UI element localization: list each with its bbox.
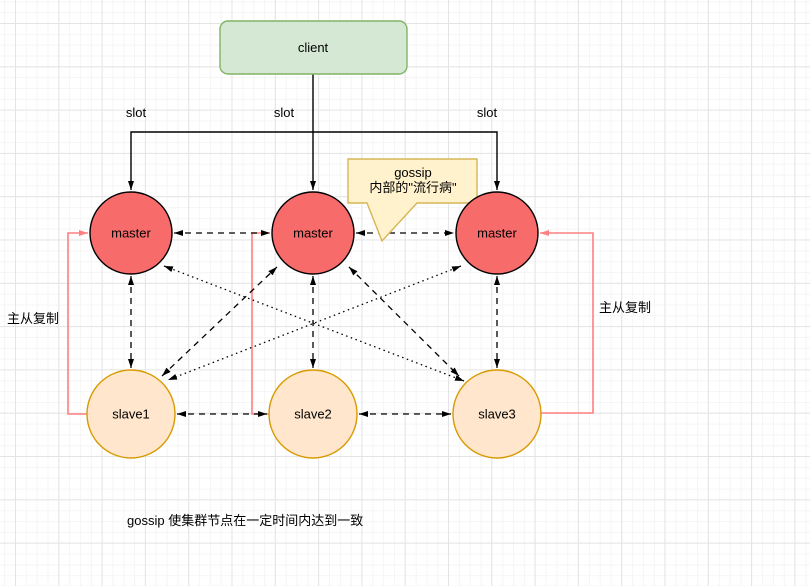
edge-replication-slave1-master1[interactable] bbox=[67, 230, 88, 415]
edge-replication-slave3-master3[interactable] bbox=[540, 230, 594, 414]
slave-2-label: slave2 bbox=[294, 407, 332, 422]
gossip-callout-line1: gossip bbox=[394, 165, 432, 180]
slot-label-2[interactable]: slot bbox=[274, 105, 295, 120]
master-3-label: master bbox=[477, 226, 517, 241]
node-gossip-callout[interactable]: gossip 内部的"流行病" bbox=[347, 158, 478, 243]
node-slave-1[interactable]: slave1 bbox=[86, 369, 176, 459]
node-master-2[interactable]: master bbox=[271, 191, 355, 275]
edge-replication-slave2-master2[interactable] bbox=[251, 230, 270, 415]
replication-label-left[interactable]: 主从复制 bbox=[7, 311, 59, 326]
node-slave-2[interactable]: slave2 bbox=[268, 369, 358, 459]
gossip-callout-shape[interactable] bbox=[347, 158, 478, 243]
slot-label-1[interactable]: slot bbox=[126, 105, 147, 120]
slave-1-label: slave1 bbox=[112, 407, 150, 422]
master-1-label: master bbox=[111, 226, 151, 241]
caption-text[interactable]: gossip 使集群节点在一定时间内达到一致 bbox=[127, 513, 363, 528]
slave-3-label: slave3 bbox=[478, 407, 516, 422]
gossip-callout-line2: 内部的"流行病" bbox=[369, 180, 457, 195]
edge-slave1-master2[interactable] bbox=[161, 266, 278, 377]
node-client[interactable]: client bbox=[219, 20, 408, 75]
node-slave-3[interactable]: slave3 bbox=[452, 369, 542, 459]
edge-client-master1[interactable] bbox=[128, 131, 313, 190]
node-master-3[interactable]: master bbox=[455, 191, 539, 275]
edge-master2-slave3[interactable] bbox=[348, 266, 460, 377]
client-label: client bbox=[298, 40, 329, 55]
edge-client-master3[interactable] bbox=[313, 131, 500, 190]
slot-label-3[interactable]: slot bbox=[477, 105, 498, 120]
master-2-label: master bbox=[293, 226, 333, 241]
node-master-1[interactable]: master bbox=[89, 191, 173, 275]
replication-label-right[interactable]: 主从复制 bbox=[599, 300, 651, 315]
